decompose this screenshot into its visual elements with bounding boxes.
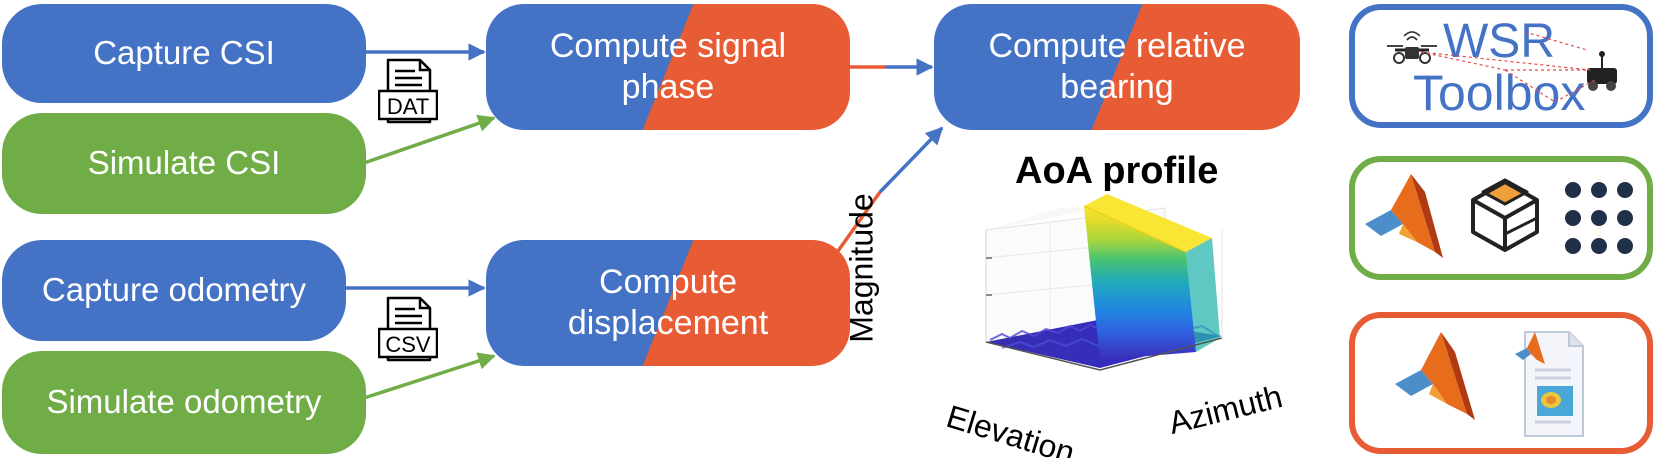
simulate-csi-box: Simulate CSI bbox=[2, 113, 366, 214]
capture-odometry-label: Capture odometry bbox=[41, 271, 307, 309]
capture-csi-label: Capture CSI bbox=[93, 34, 275, 72]
capture-csi-box: Capture CSI bbox=[2, 4, 366, 103]
magnitude-axis-label: Magnitude bbox=[843, 193, 880, 343]
dat-file-label: DAT bbox=[386, 94, 430, 119]
toolbox-logo-text: Toolbox bbox=[1413, 65, 1586, 121]
simulate-csi-label: Simulate CSI bbox=[87, 144, 281, 182]
capture-odometry-box: Capture odometry bbox=[2, 240, 346, 341]
aoa-profile-title: AoA profile bbox=[1015, 150, 1219, 192]
wsr-logo-graphic bbox=[1387, 31, 1617, 103]
csv-file-label: CSV bbox=[385, 332, 431, 357]
arrow-simulate-odometry bbox=[363, 352, 496, 400]
analysis-tools-panel bbox=[1349, 312, 1653, 454]
matlab-logo-icon bbox=[1365, 174, 1443, 258]
rover-icon bbox=[1587, 51, 1617, 91]
compute-displacement-label: Compute displacement bbox=[567, 262, 769, 342]
matlab-document-icon bbox=[1515, 331, 1584, 437]
orange-panel-icons bbox=[1395, 331, 1584, 437]
simulate-odometry-label: Simulate odometry bbox=[46, 383, 322, 421]
arrow-displacement-to-bearing bbox=[836, 126, 944, 253]
software-stack-panel bbox=[1349, 156, 1653, 280]
compute-displacement-box: Compute displacement bbox=[486, 240, 850, 366]
csv-file-icon: CSV bbox=[378, 296, 438, 362]
wsr-logo-text: WSR bbox=[1443, 15, 1555, 68]
matlab-logo-icon bbox=[1395, 332, 1475, 420]
compute-signal-phase-label: Compute signal phase bbox=[549, 26, 787, 106]
aoa-surface-plot bbox=[985, 194, 1223, 371]
compute-relative-bearing-label: Compute relative bearing bbox=[988, 26, 1246, 106]
wsr-toolbox-panel: WSR Toolbox bbox=[1349, 4, 1653, 128]
drone-icon bbox=[1387, 31, 1437, 64]
arrow-simulate-csi bbox=[363, 114, 496, 165]
dot-grid-icon bbox=[1565, 182, 1633, 254]
cube-logo-icon bbox=[1471, 178, 1539, 252]
dat-file-icon: DAT bbox=[378, 58, 438, 124]
green-panel-icons bbox=[1365, 174, 1633, 258]
compute-signal-phase-box: Compute signal phase bbox=[486, 4, 850, 130]
simulate-odometry-box: Simulate odometry bbox=[2, 351, 366, 454]
compute-relative-bearing-box: Compute relative bearing bbox=[934, 4, 1300, 130]
